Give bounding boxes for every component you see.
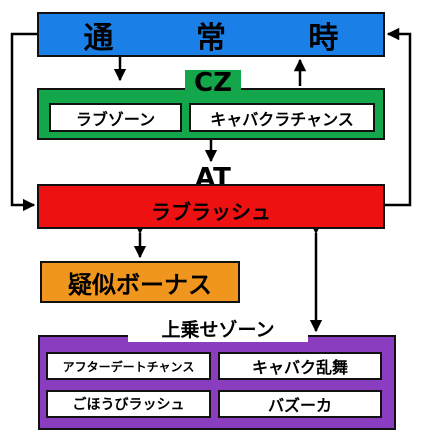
zone-item-gohoubi-rush: ごほうびラッシュ — [46, 390, 211, 418]
zone-item-label: アフターデートチャンス — [62, 359, 195, 374]
cz-item-label: ラブゾーン — [75, 109, 156, 129]
upsell-zone-label: 上乗せゾーン — [128, 318, 308, 342]
cz-item-label: キャバクラチャンス — [210, 109, 354, 129]
zone-item-bazooka: バズーカ — [218, 390, 382, 418]
arrow-normal-to-at-left-loop — [10, 32, 37, 212]
normal-state-label: 通 常 時 — [83, 20, 375, 56]
cz-label: CZ — [185, 70, 241, 96]
normal-state-box: 通 常 時 — [37, 12, 385, 57]
at-box: ラブラッシュ — [37, 184, 385, 229]
pseudo-bonus-box: 疑似ボーナス — [40, 261, 240, 303]
zone-item-label: バズーカ — [267, 396, 332, 415]
pseudo-bonus-label: 疑似ボーナス — [68, 270, 212, 299]
cz-item-love-zone: ラブゾーン — [49, 103, 182, 132]
cz-item-cabakura-chance: キャバクラチャンス — [189, 103, 375, 132]
arrow-at-to-normal-right-loop — [385, 27, 412, 207]
zone-item-label: ごほうびラッシュ — [72, 397, 185, 413]
zone-item-label: キャバク乱舞 — [251, 358, 348, 377]
at-name: ラブラッシュ — [151, 200, 271, 224]
zone-item-after-date-chance: アフターデートチャンス — [46, 352, 211, 380]
zone-item-cabaku-ranbu: キャバク乱舞 — [218, 352, 382, 380]
